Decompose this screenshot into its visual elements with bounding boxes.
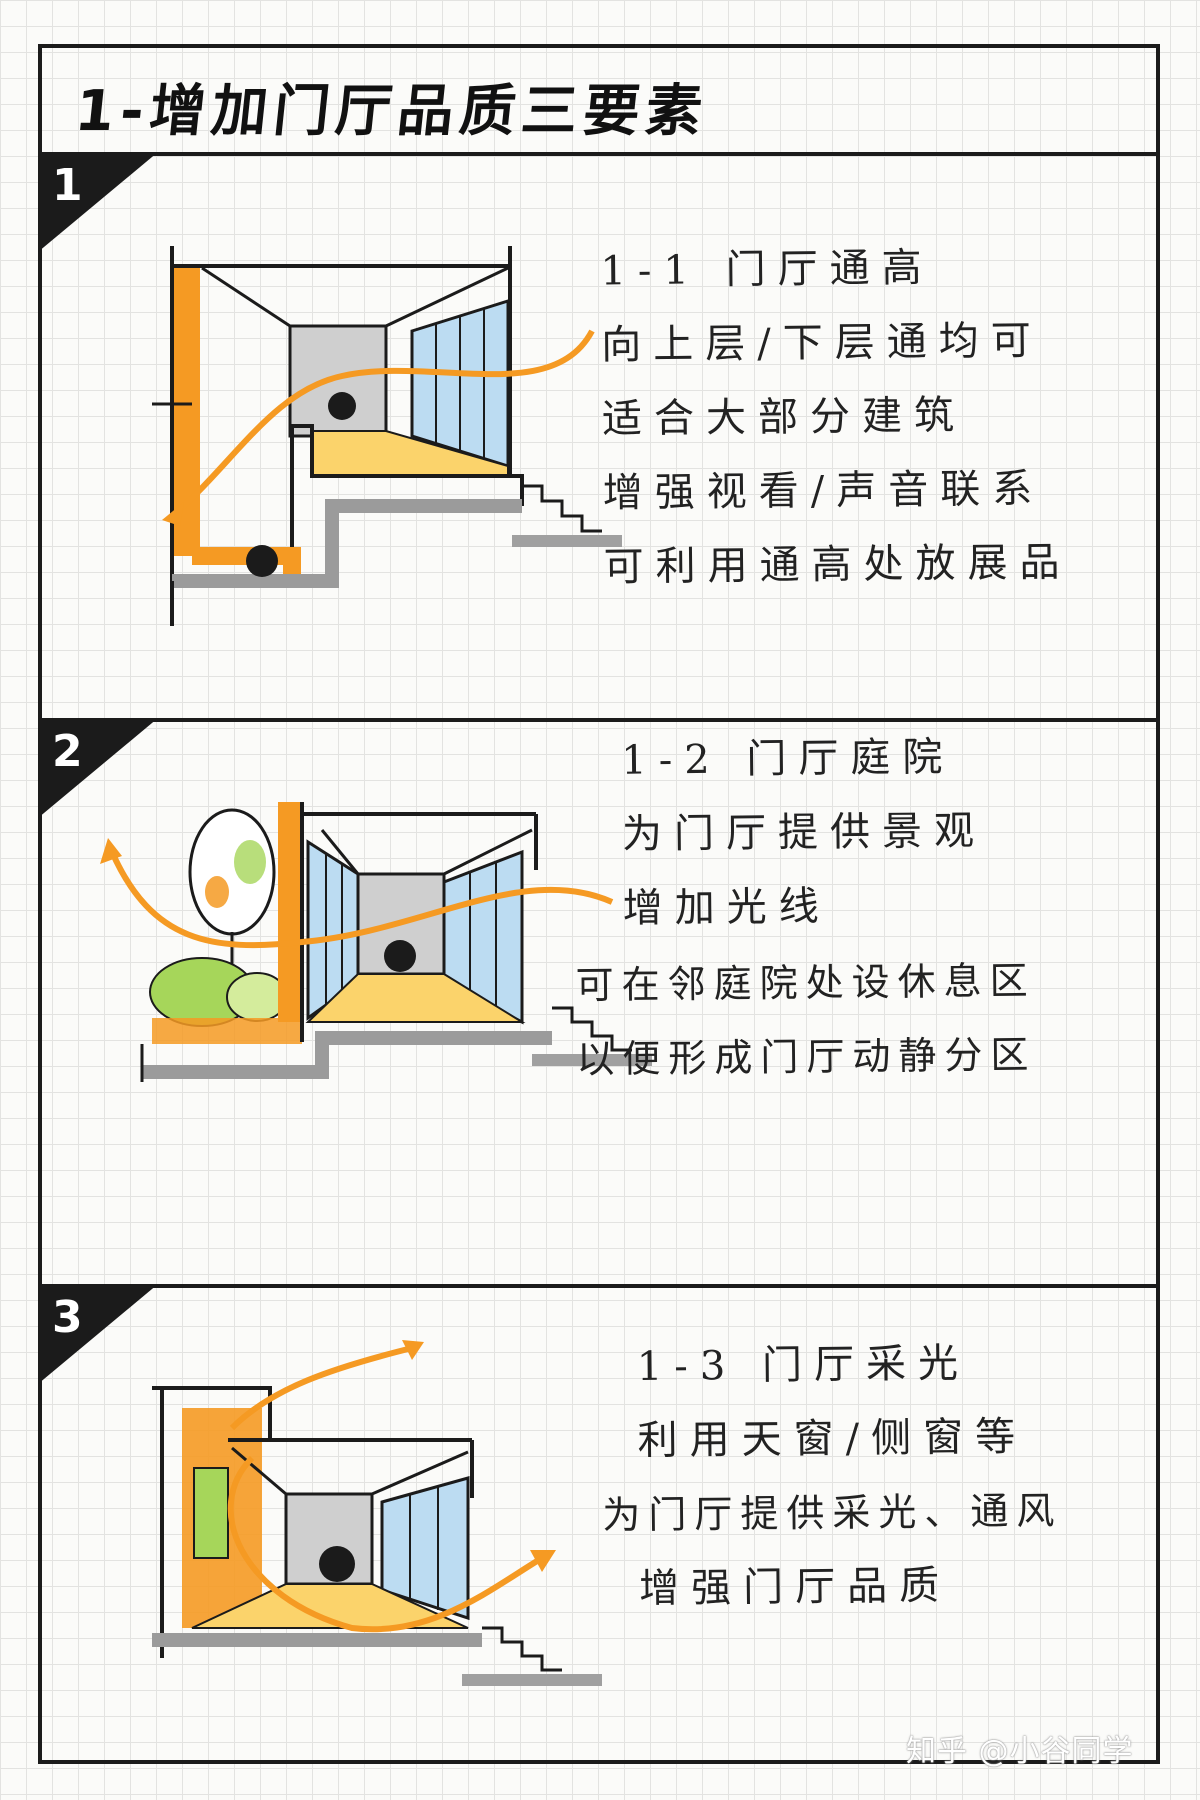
title-bar: 1-增加门厅品质三要素 [42,48,1156,156]
page-title: 1-增加门厅品质三要素 [72,79,712,144]
notes-2b: 可在邻庭院处设休息区 以便形成门厅动静分区 [575,944,1037,1097]
planter [152,1018,302,1044]
corner-badge-1 [38,152,158,252]
corner-badge-2 [38,718,158,818]
note-line: 向上层/下层通均可 [600,317,1043,369]
corner-badge-3 [38,1284,158,1384]
flow-arrow [170,329,595,519]
ventilation-arrow [227,1455,544,1633]
sketch-lobby-daylight [152,1340,602,1686]
note-line: 利用天窗/侧窗等 [637,1413,1028,1465]
poster-frame: 1-增加门厅品质三要素 1 [38,44,1160,1764]
person-upper [328,392,356,420]
person [384,940,416,972]
notes-2: 1-2 门厅庭院 为门厅提供景观 增加光线 [601,720,987,946]
note-line: 为门厅提供采光、通风 [602,1488,1063,1538]
lobby-floor [305,973,526,1023]
note-line: 增强门厅品质 [638,1562,952,1613]
section-2: 2 [38,718,1156,1288]
section-heading-3: 1-3 门厅采光 [636,1340,971,1391]
section-1: 1 [38,152,1156,722]
note-line: 以便形成门厅动静分区 [576,1032,1037,1082]
glass-curtain-wall [380,1476,470,1621]
section-number-2: 2 [52,726,83,777]
note-line: 增强视看/声音联系 [602,465,1045,517]
flow-arrow [109,850,614,949]
light-arrow-up [229,1345,413,1431]
note-line: 可在邻庭院处设休息区 [575,958,1036,1008]
lobby-floor [191,1583,469,1629]
notes-1: 1-1 门厅通高 向上层/下层通均可 适合大部分建筑 增强视看/声音联系 可利用… [600,230,1072,605]
note-line: 增加光线 [622,883,832,932]
person [319,1546,355,1582]
section-number-1: 1 [52,160,83,211]
watermark: 知乎 @小谷同学 [906,1734,1134,1769]
section-heading-2: 1-2 门厅庭院 [620,734,955,784]
side-window [193,1467,229,1559]
section-number-3: 3 [52,1292,83,1343]
notes-3: 1-3 门厅采光 利用天窗/侧窗等 为门厅提供采光、通风 增强门厅品质 [600,1326,1063,1627]
section-heading-1: 1-1 门厅通高 [600,244,934,295]
note-line: 适合大部分建筑 [601,392,967,443]
note-line: 可利用通高处放展品 [603,539,1072,591]
note-line: 为门厅提供景观 [621,807,987,858]
sketch-lobby-courtyard [100,802,652,1082]
sketch-double-height-lobby [152,246,622,626]
orange-wall-band [278,802,300,1022]
section-3: 3 [38,1284,1156,1760]
back-wall [288,324,388,438]
person-lower [246,545,278,577]
